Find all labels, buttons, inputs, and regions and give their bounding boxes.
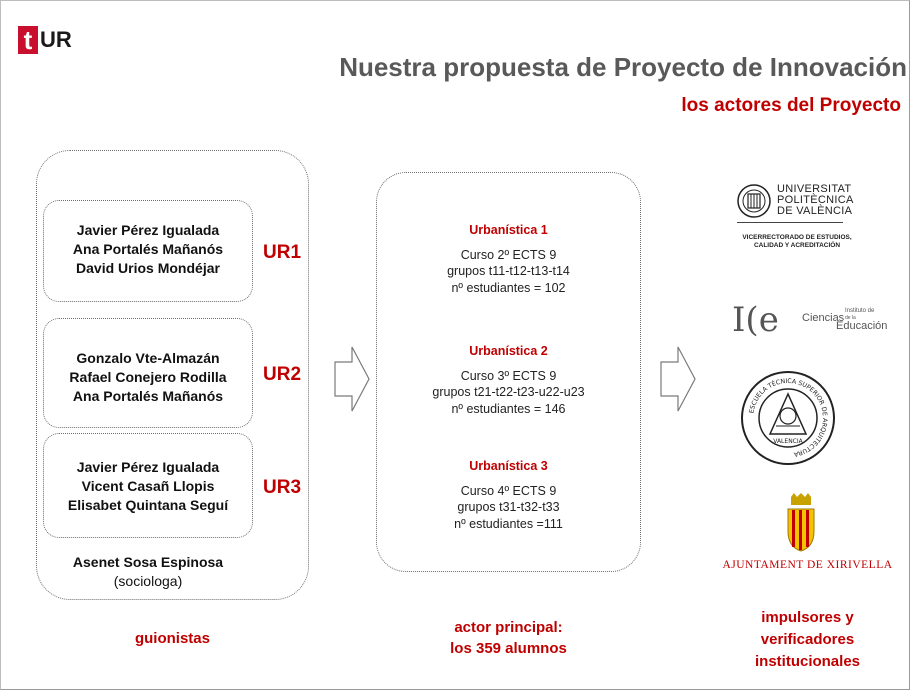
- ice-word: Ciencias: [802, 312, 845, 324]
- guionistas-panel: [36, 150, 309, 600]
- upv-line: UNIVERSITAT: [777, 183, 852, 195]
- upv-seal-icon: [737, 184, 771, 218]
- ice-small: Instituto de: [845, 308, 875, 314]
- course-line: nº estudiantes = 102: [451, 280, 566, 295]
- impulsores-line: impulsores y: [761, 609, 854, 626]
- ajuntament-logo: AJUNTAMENT DE XIRIVELLA: [720, 493, 895, 573]
- course-line: grupos t21-t22-t23-u22-u23: [432, 385, 585, 399]
- etsa-seal-icon: ESCUELA TÉCNICA SUPERIOR DE ARQUITECTURA…: [741, 371, 835, 465]
- course-line: nº estudiantes = 146: [451, 401, 566, 416]
- course-title: Urbanística 3: [469, 459, 548, 473]
- course-urbanistica-1: Urbanística 1 Curso 2º ECTS 9 grupos t11…: [376, 222, 641, 296]
- course-title: Urbanística 2: [469, 344, 548, 358]
- course-line: Curso 3º ECTS 9: [460, 368, 557, 383]
- member-name: David Urios Mondéjar: [76, 260, 220, 276]
- upv-line: POLITÈCNICA: [777, 194, 854, 206]
- course-line: grupos t11-t12-t13-t14: [447, 264, 570, 278]
- member-name: Gonzalo Vte-Almazán: [76, 350, 220, 366]
- upv-line: DE VALÈNCIA: [777, 205, 853, 217]
- upv-sub-line: VICERRECTORADO DE ESTUDIOS,: [742, 234, 852, 241]
- member-name: Vicent Casañ Llopis: [81, 478, 215, 494]
- arrow-right-icon: [660, 346, 696, 412]
- course-urbanistica-3: Urbanística 3 Curso 4º ECTS 9 grupos t31…: [376, 458, 641, 532]
- member-name: Javier Pérez Igualada: [76, 222, 220, 238]
- upv-name: UNIVERSITAT POLITÈCNICA DE VALÈNCIA: [777, 184, 854, 217]
- guionistas-label: guionistas: [134, 630, 210, 647]
- member-name: Rafael Conejero Rodilla: [69, 369, 227, 385]
- logo-letter: t: [18, 26, 38, 54]
- course-urbanistica-2: Urbanística 2 Curso 3º ECTS 9 grupos t21…: [376, 343, 641, 417]
- logo-text: UR: [40, 27, 72, 52]
- sociologist-role: (sociologa): [113, 573, 183, 589]
- etsa-city: VALENCIA: [773, 438, 803, 445]
- group-box-ur3: Javier Pérez Igualada Vicent Casañ Llopi…: [43, 433, 253, 538]
- arrow-right-icon: [334, 346, 370, 412]
- impulsores-line: institucionales: [754, 653, 861, 670]
- ice-word-2: Educación: [836, 320, 888, 332]
- group-label-ur1: UR1: [263, 242, 302, 263]
- group-box-ur2: Gonzalo Vte-Almazán Rafael Conejero Rodi…: [43, 318, 253, 428]
- students-panel: [376, 172, 641, 572]
- ice-small: de la: [845, 315, 856, 321]
- upv-divider: [737, 222, 843, 223]
- group-label-ur3: UR3: [263, 477, 302, 498]
- sociologist-name: Asenet Sosa Espinosa: [72, 554, 224, 570]
- upv-logo: UNIVERSITAT POLITÈCNICA DE VALÈNCIA VICE…: [737, 180, 863, 260]
- actor-principal-line: actor principal:: [454, 619, 563, 636]
- ice-logo: I(e Ciencias Instituto de de la Educació…: [732, 300, 887, 342]
- course-line: nº estudiantes =111: [454, 516, 563, 531]
- course-title: Urbanística 1: [469, 223, 548, 237]
- sociologist: Asenet Sosa Espinosa (sociologa): [43, 553, 253, 591]
- upv-department: VICERRECTORADO DE ESTUDIOS, CALIDAD Y AC…: [737, 234, 857, 250]
- course-line: grupos t31-t32-t33: [457, 500, 560, 514]
- member-name: Ana Portalés Mañanós: [72, 241, 224, 257]
- page-subtitle: los actores del Proyecto: [681, 95, 901, 116]
- member-name: Elisabet Quintana Seguí: [67, 497, 229, 513]
- member-name: Javier Pérez Igualada: [76, 459, 220, 475]
- impulsores-label: impulsores y verificadores institucional…: [720, 607, 895, 673]
- ice-mark: I(e: [732, 300, 779, 340]
- tur-logo: t UR: [18, 26, 72, 54]
- group-label-ur2: UR2: [263, 364, 302, 385]
- page-title: Nuestra propuesta de Proyecto de Innovac…: [339, 52, 907, 82]
- coat-of-arms-icon: [787, 493, 815, 552]
- impulsores-line: verificadores: [760, 631, 855, 648]
- actor-principal-line: los 359 alumnos: [450, 640, 567, 657]
- actor-principal-label: actor principal: los 359 alumnos: [376, 617, 641, 659]
- course-line: Curso 2º ECTS 9: [460, 247, 557, 262]
- member-name: Ana Portalés Mañanós: [72, 388, 224, 404]
- upv-sub-line: CALIDAD Y ACREDITACIÓN: [753, 242, 841, 249]
- group-box-ur1: Javier Pérez Igualada Ana Portalés Mañan…: [43, 200, 253, 302]
- course-line: Curso 4º ECTS 9: [460, 483, 557, 498]
- ajuntament-name: AJUNTAMENT DE XIRIVELLA: [722, 559, 893, 571]
